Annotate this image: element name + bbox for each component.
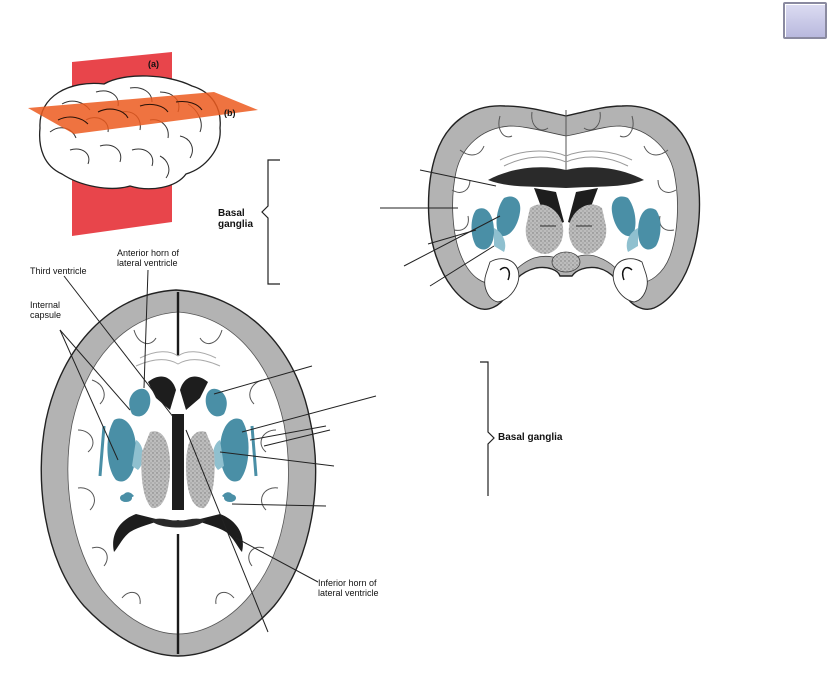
brain-outline — [38, 75, 221, 190]
anterior-horn-label: Anterior horn of lateral ventricle — [117, 248, 180, 268]
putamen-right — [220, 418, 249, 482]
label-b: (b) — [224, 108, 236, 118]
coronal-section — [261, 105, 701, 310]
coronal-basal-ganglia-label: Basal ganglia — [218, 208, 254, 230]
corner-button[interactable] — [783, 2, 827, 39]
coronal-caudate-left — [496, 196, 521, 237]
globus-pallidus-left — [132, 440, 144, 470]
horizontal-section — [40, 269, 495, 657]
anterior-horns — [148, 376, 208, 410]
horizontal-plane-b — [28, 92, 258, 134]
caudate-left — [129, 388, 151, 417]
posterior-horns — [113, 514, 243, 552]
coronal-putamen-left — [471, 208, 494, 250]
coronal-leader-lines — [380, 169, 501, 287]
horizontal-leader-lines — [59, 269, 377, 633]
label-a: (a) — [148, 59, 159, 69]
coronal-temporal-left — [484, 258, 520, 303]
coronal-bracket — [261, 159, 280, 285]
third-ventricle-shape — [172, 414, 184, 510]
horizontal-basal-ganglia-label: Basal ganglia — [498, 432, 563, 443]
inferior-horn-label: Inferior horn of lateral ventricle — [318, 578, 379, 598]
orientation-brain-diagram: (a) (b) — [28, 52, 258, 236]
coronal-thalamus — [525, 204, 607, 254]
third-ventricle-label: Third ventricle — [30, 266, 87, 276]
horizontal-bracket — [480, 361, 495, 496]
thalamus-right — [186, 431, 215, 509]
globus-pallidus-right — [212, 440, 224, 470]
coronal-caudate-right — [611, 196, 636, 237]
caudate-right — [205, 388, 227, 417]
coronal-white-matter — [452, 125, 678, 284]
coronal-temporal-right — [612, 258, 648, 303]
claustrum — [98, 425, 258, 477]
putamen-left — [107, 418, 136, 482]
coronal-putamen-right — [638, 208, 661, 250]
corpus-callosum — [488, 167, 644, 188]
thalamus-left — [141, 431, 170, 509]
internal-capsule-label: Internal capsule — [30, 300, 62, 320]
